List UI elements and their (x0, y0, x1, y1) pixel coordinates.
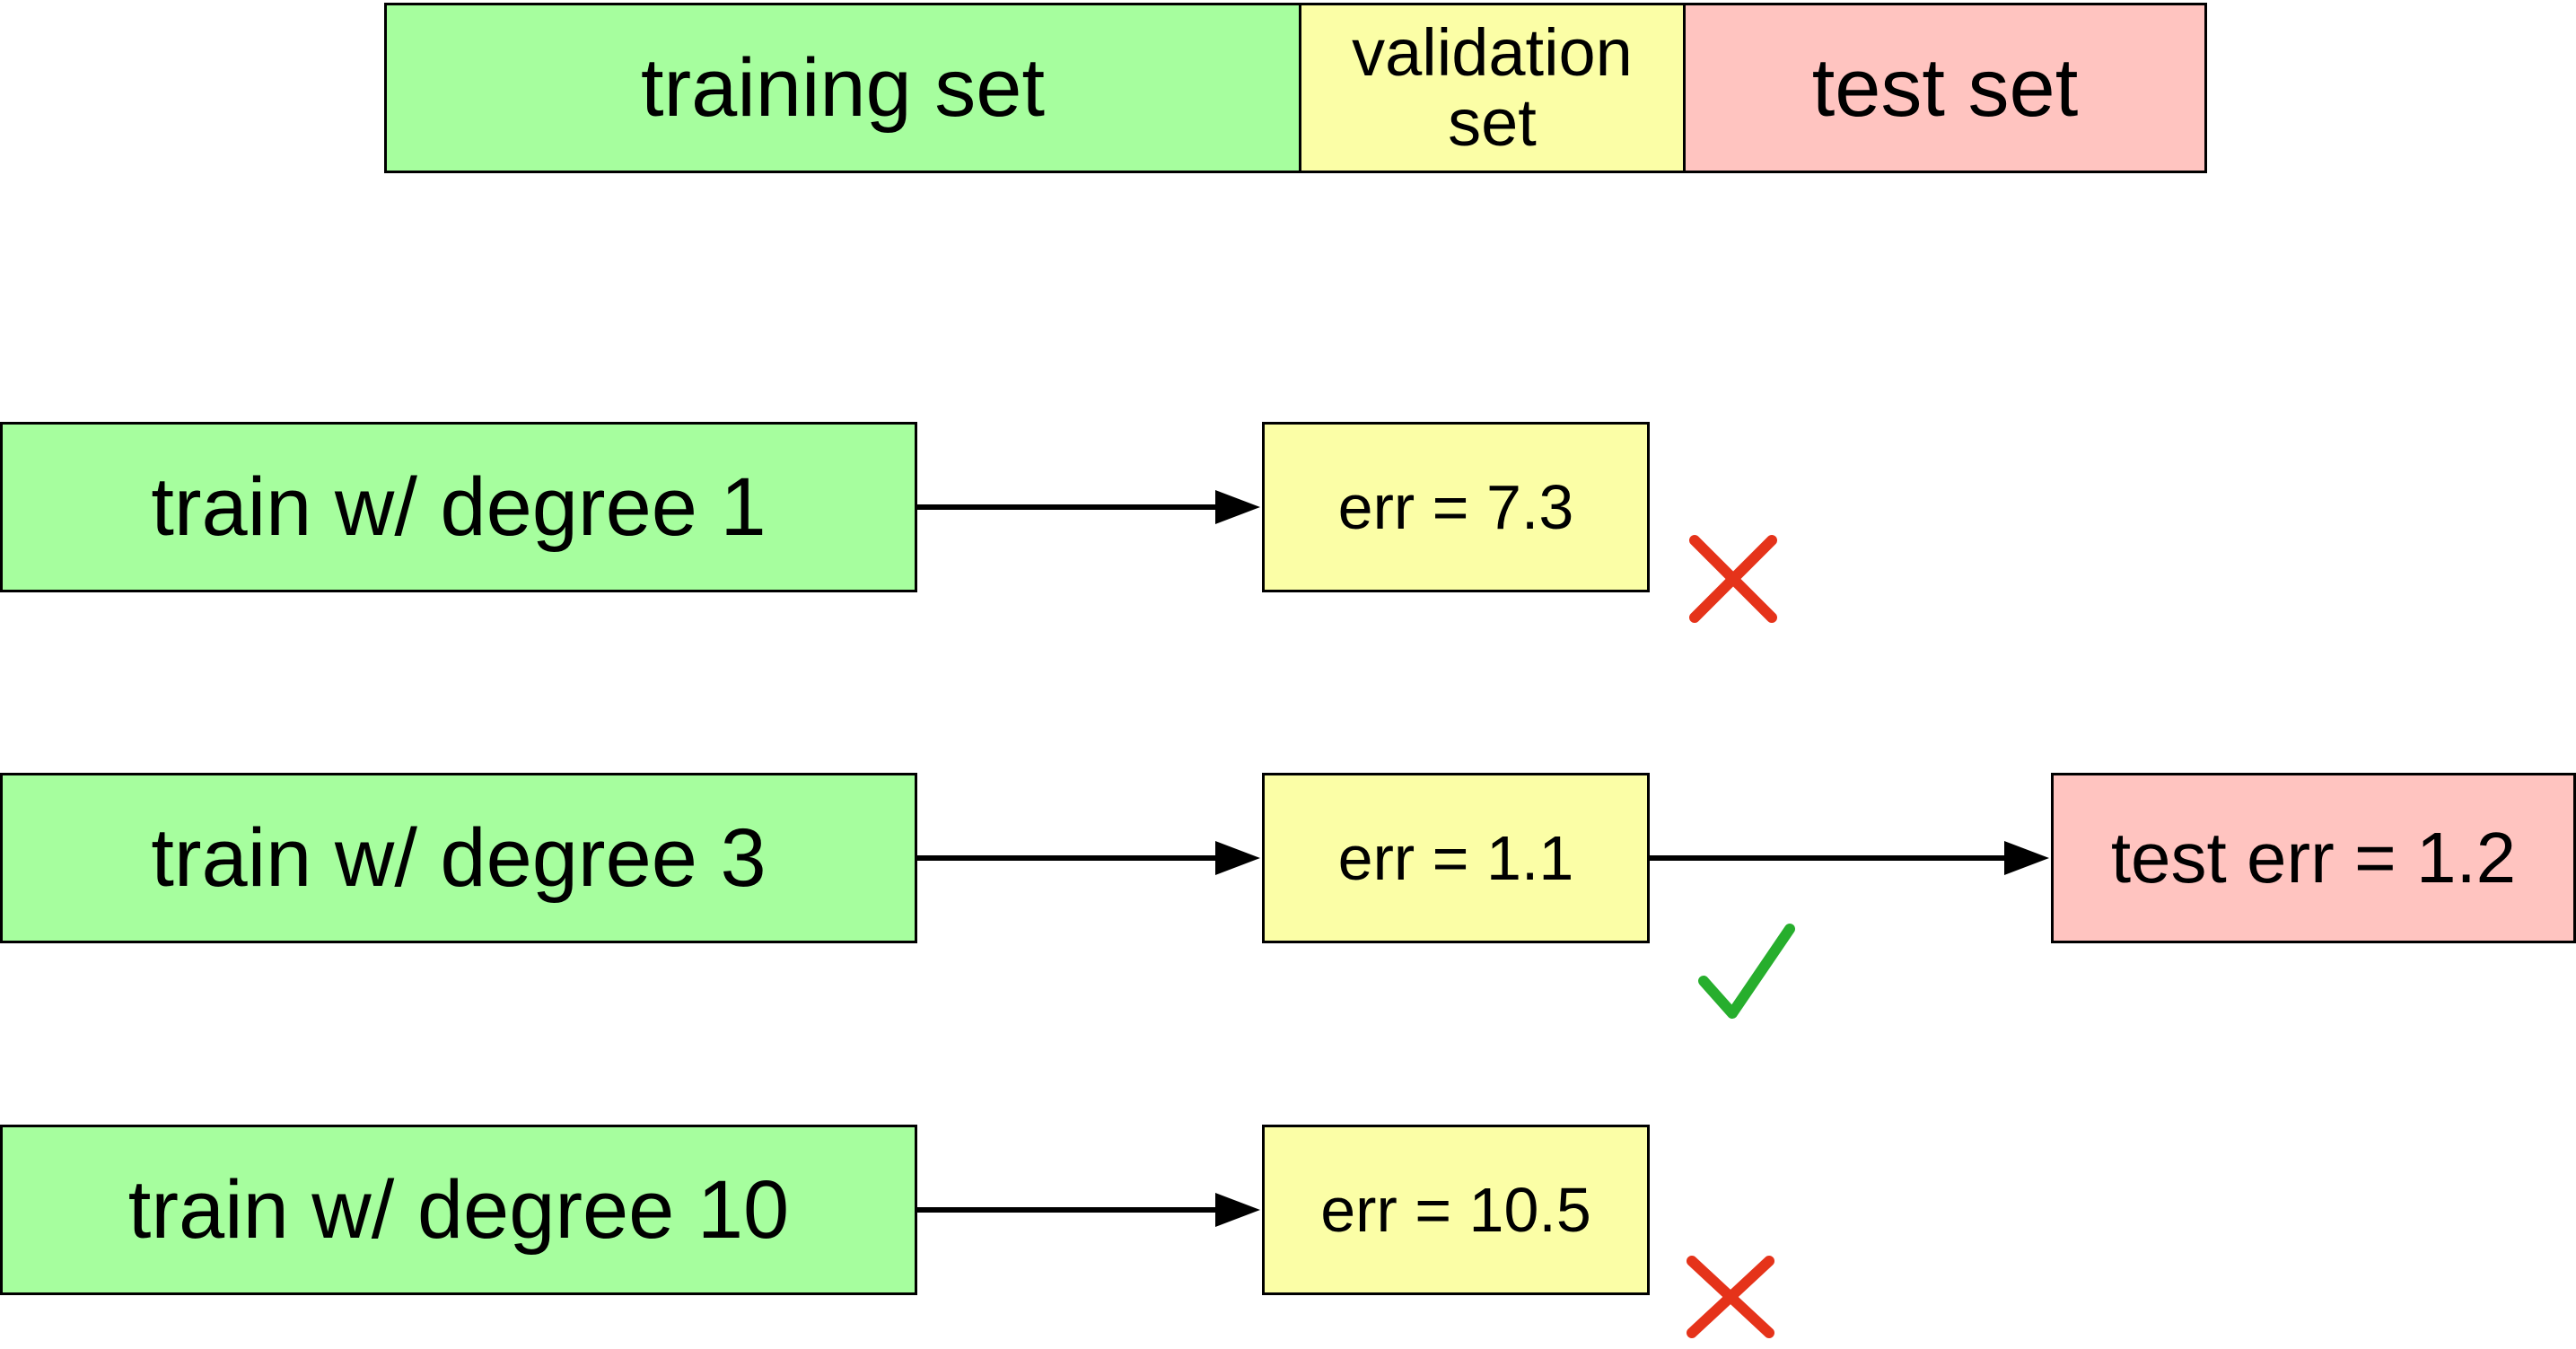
validation-error-label: err = 1.1 (1337, 823, 1574, 893)
test-set-segment: test set (1683, 3, 2207, 173)
train-label: train w/ degree 10 (127, 1163, 790, 1256)
arrow-err-3-to-test (1647, 841, 2049, 875)
train-label: train w/ degree 1 (151, 460, 767, 553)
train-box-degree-1: train w/ degree 1 (0, 422, 917, 592)
validation-set-label-line1: validation (1352, 15, 1633, 91)
arrow-train-3-to-err (915, 841, 1260, 875)
validation-error-box-10: err = 10.5 (1262, 1125, 1650, 1295)
cross-icon (1689, 535, 1777, 623)
test-error-box: test err = 1.2 (2051, 773, 2576, 943)
validation-error-box-1: err = 7.3 (1262, 422, 1650, 592)
train-label: train w/ degree 3 (151, 811, 767, 904)
train-box-degree-10: train w/ degree 10 (0, 1125, 917, 1295)
cross-icon (1687, 1256, 1774, 1338)
validation-set-label-line2: set (1448, 85, 1537, 160)
training-set-segment: training set (384, 3, 1301, 173)
validation-error-box-3: err = 1.1 (1262, 773, 1650, 943)
test-set-label: test set (1811, 41, 2079, 134)
arrow-train-10-to-err (915, 1193, 1260, 1227)
arrow-train-1-to-err (915, 490, 1260, 524)
validation-error-label: err = 10.5 (1320, 1175, 1591, 1245)
test-error-label: test err = 1.2 (2110, 818, 2517, 898)
training-set-label: training set (640, 41, 1046, 134)
check-icon (1698, 924, 1795, 1019)
validation-error-label: err = 7.3 (1337, 472, 1574, 542)
validation-set-segment: validation set (1299, 3, 1686, 173)
train-box-degree-3: train w/ degree 3 (0, 773, 917, 943)
